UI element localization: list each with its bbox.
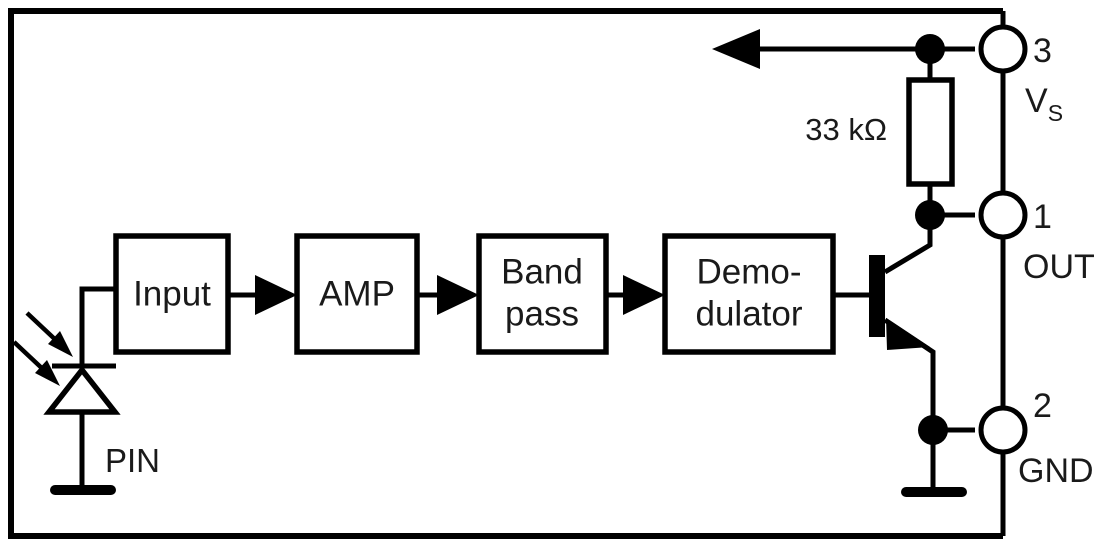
pin-2-name: GND [1018, 452, 1094, 490]
transistor-emitter-arrowhead [886, 318, 930, 350]
photodiode-triangle [43, 365, 121, 415]
block-demodulator-label-line2: dulator [695, 294, 802, 333]
junction-gnd [918, 415, 975, 445]
arrow-input-to-amp-head [255, 275, 297, 315]
block-demodulator-rect[interactable] [662, 233, 836, 355]
arrow-amp-to-bandpass [417, 275, 479, 315]
pin-2-gnd[interactable]: 2 GND [978, 387, 1094, 490]
block-input-rect[interactable] [113, 233, 231, 355]
block-bandpass-label-line1: Band [501, 252, 583, 291]
transistor-collector-lead [883, 215, 933, 275]
block-input-label: Input [133, 274, 211, 313]
block-input[interactable]: Input [113, 233, 231, 355]
pin-2-circle[interactable] [978, 405, 1028, 455]
light-arrow-2 [12, 340, 60, 386]
junction-dot-vs [915, 34, 945, 64]
block-bandpass-label-line2: pass [505, 294, 579, 333]
resistor-label: 33 kΩ [805, 112, 887, 147]
transistor-base-bar [869, 255, 885, 337]
block-demodulator[interactable]: Demo- dulator [662, 233, 836, 355]
light-arrow-1 [25, 311, 73, 357]
incident-light-arrows [12, 311, 73, 386]
pin-2-number: 2 [1033, 387, 1052, 425]
block-amp-label: AMP [319, 274, 395, 313]
pin-3-name-base: V [1025, 82, 1048, 120]
photodiode-label: PIN [105, 442, 160, 479]
pin-3-name-sub: S [1048, 100, 1063, 126]
junction-out [915, 200, 975, 230]
pin-3-circle[interactable] [978, 24, 1028, 74]
arrow-bandpass-to-demodulator [606, 275, 665, 315]
arrow-input-to-amp [228, 275, 297, 315]
arrow-bandpass-to-demodulator-head [623, 275, 665, 315]
pin-3-number: 3 [1033, 32, 1052, 70]
supply-feed-arrow [712, 29, 930, 69]
block-amp[interactable]: AMP [294, 233, 420, 355]
pin-1-circle[interactable] [978, 190, 1028, 240]
pin-3-vs[interactable]: 3 VS [978, 24, 1063, 126]
photodiode-to-input-wire [79, 286, 116, 365]
ground-right [901, 430, 967, 497]
block-bandpass[interactable]: Band pass [476, 233, 609, 355]
light-arrow-2-head [35, 360, 60, 386]
junction-vs [915, 34, 975, 64]
pin-photodiode: PIN [43, 286, 160, 485]
pin-1-number: 1 [1033, 198, 1052, 236]
pin-1-name: OUT [1023, 248, 1095, 286]
resistor-branch: 33 kΩ [805, 49, 955, 215]
npn-transistor [833, 215, 936, 430]
block-demodulator-label-line1: Demo- [696, 252, 801, 291]
pin-3-name: VS [1025, 82, 1063, 126]
light-arrow-1-head [48, 331, 73, 357]
pin-1-out[interactable]: 1 OUT [978, 190, 1095, 286]
supply-feed-arrowhead [712, 29, 760, 69]
resistor-body [906, 77, 955, 187]
module-border-path [8, 8, 1003, 539]
arrow-amp-to-bandpass-head [437, 275, 479, 315]
module-border [8, 8, 1003, 539]
